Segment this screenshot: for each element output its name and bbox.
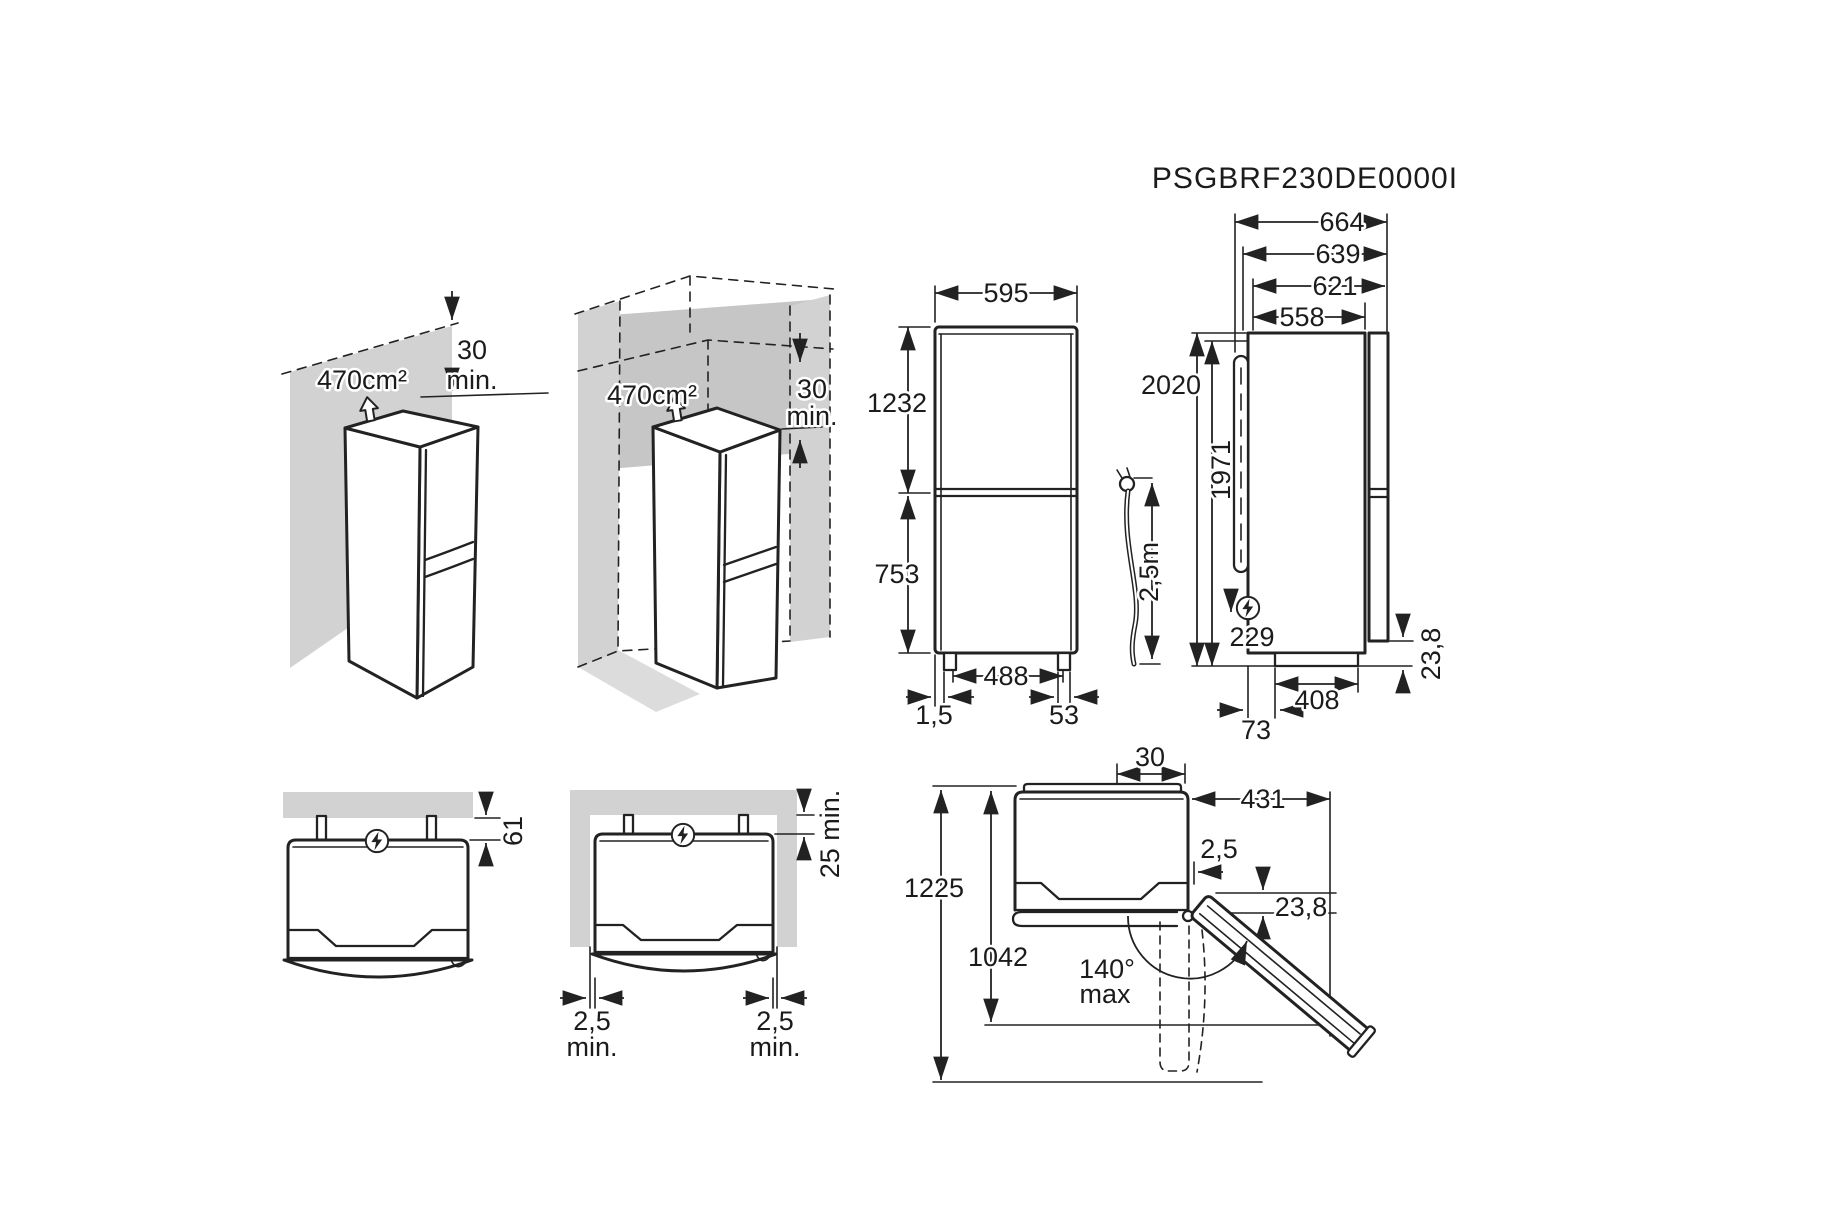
condenser	[1232, 354, 1250, 574]
dim-depth-handle: 639	[1315, 239, 1360, 269]
dim-right-gap: 2,5	[756, 1006, 794, 1036]
clearance-arrows	[420, 291, 549, 398]
door-open-solid	[1190, 895, 1376, 1058]
fridge-outline	[1011, 782, 1195, 928]
dim-door-projection: 431	[1240, 784, 1285, 814]
base-plinth	[1273, 651, 1360, 668]
swing-arc	[1127, 915, 1248, 980]
dim-depth-door: 621	[1312, 271, 1357, 301]
diagram-top-view-wall: 61	[282, 791, 531, 979]
niche-walls	[570, 790, 797, 947]
dimension-lines	[898, 285, 1099, 707]
fridge-isometric	[343, 409, 480, 700]
dim-foot-width: 53	[1049, 700, 1079, 730]
fridge-isometric	[651, 406, 782, 690]
max-angle-value: 140°	[1079, 954, 1135, 984]
dim-upper-height: 1232	[867, 388, 927, 418]
power-icon	[670, 822, 696, 848]
dim-height-rear: 1971	[1206, 440, 1236, 500]
door-panel	[1367, 331, 1390, 643]
dim-rear-clearance: 61	[498, 816, 528, 846]
dim-right-gap-unit: min.	[749, 1032, 800, 1062]
top-clearance-unit: min.	[446, 365, 497, 395]
dim-height-total: 2020	[1141, 370, 1201, 400]
dim-hinge-side-gap: 30	[1135, 742, 1165, 772]
diagram-top-view-niche: 25 min. 2,5 min. 2,5 min.	[560, 787, 848, 1065]
dim-depth-door-open: 1042	[968, 942, 1028, 972]
vent-area-label: 470cm²	[607, 380, 697, 410]
wall	[283, 792, 473, 818]
dimension-lines	[560, 788, 815, 1009]
diagram-iso-wall: 470cm² 30 min.	[281, 291, 549, 700]
dim-door-thickness: 23,8	[1275, 892, 1328, 922]
dimension-lines	[469, 791, 501, 867]
cord-length-label: 2,5m	[1134, 542, 1164, 602]
dim-left-inset: 1,5	[915, 700, 953, 730]
top-clearance-unit: min.	[786, 401, 837, 431]
dim-door-floor-gap: 23,8	[1416, 628, 1446, 681]
dim-rear-gap: 73	[1241, 715, 1271, 745]
dim-left-gap-unit: min.	[566, 1032, 617, 1062]
dim-wall-gap: 2,5	[1200, 834, 1238, 864]
dim-feet-spacing: 488	[983, 661, 1028, 691]
dim-depth-body: 558	[1279, 302, 1324, 332]
model-number: PSGBRF230DE0000I	[1152, 162, 1458, 195]
dim-left-gap: 2,5	[573, 1006, 611, 1036]
dim-width: 595	[983, 278, 1028, 308]
fridge-outline	[282, 814, 474, 979]
door-90-dashed	[1159, 921, 1206, 1073]
top-clearance-value: 30	[797, 374, 827, 404]
diagram-front-view: 595 1232 753 488 1,5 53	[864, 276, 1099, 733]
power-icon	[1235, 595, 1261, 621]
dim-depth-door-90: 1225	[904, 873, 964, 903]
fridge-outline	[1232, 331, 1390, 668]
dim-rear-clearance: 25 min.	[815, 790, 845, 879]
power-icon	[364, 828, 390, 854]
max-angle-unit: max	[1079, 979, 1131, 1009]
top-clearance-value: 30	[457, 335, 487, 365]
fridge-outline	[933, 325, 1079, 672]
dim-socket-height: 229	[1229, 622, 1274, 652]
diagram-iso-niche: 470cm² 30 min.	[574, 275, 840, 712]
power-cord: 2,5m	[1116, 467, 1167, 667]
clearance-arrows	[781, 333, 823, 468]
diagram-side-view: 664 639 621 558 2020 1971 229 408 73 23,…	[1138, 205, 1448, 748]
dim-depth-overall: 664	[1319, 207, 1364, 237]
dim-lower-height: 753	[874, 559, 919, 589]
niche-walls	[574, 275, 835, 712]
dim-base-depth: 408	[1294, 685, 1339, 715]
dimension-lines	[1189, 213, 1414, 719]
diagram-door-open: 30 431 2,5 23,8 1225 1042 140° max	[901, 740, 1376, 1083]
vent-area-label: 470cm²	[317, 365, 407, 395]
